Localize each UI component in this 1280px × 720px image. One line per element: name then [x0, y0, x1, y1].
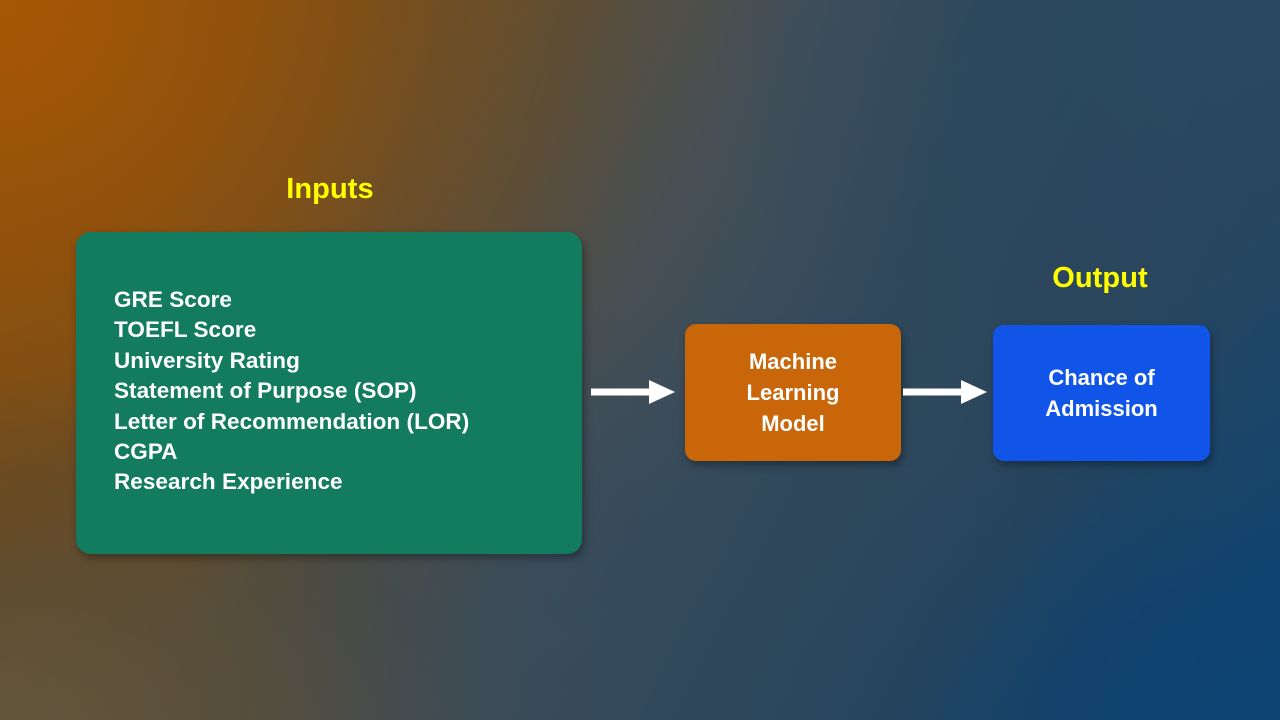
inputs-section-label: Inputs: [286, 173, 374, 205]
list-item: Statement of Purpose (SOP): [114, 378, 417, 404]
list-item: Letter of Recommendation (LOR): [114, 408, 470, 434]
list-item: Research Experience: [114, 469, 343, 495]
list-item: CGPA: [114, 439, 178, 465]
list-item: TOEFL Score: [114, 317, 257, 343]
inputs-feature-list: GRE Score TOEFL Score University Rating …: [114, 285, 469, 498]
output-section-label: Output: [1052, 262, 1148, 294]
list-item: GRE Score: [114, 287, 232, 312]
machine-learning-model-label: Machine Learning Model: [746, 349, 840, 436]
list-item: University Rating: [114, 347, 300, 373]
inputs-node: GRE Score TOEFL Score University Rating …: [76, 232, 582, 554]
machine-learning-model-node: Machine Learning Model: [685, 324, 901, 461]
chance-of-admission-label: Chance of Admission: [1045, 365, 1158, 421]
arrow-model-to-output-icon: [903, 372, 991, 412]
arrow-inputs-to-model-icon: [591, 372, 679, 412]
chance-of-admission-node: Chance of Admission: [993, 325, 1210, 461]
